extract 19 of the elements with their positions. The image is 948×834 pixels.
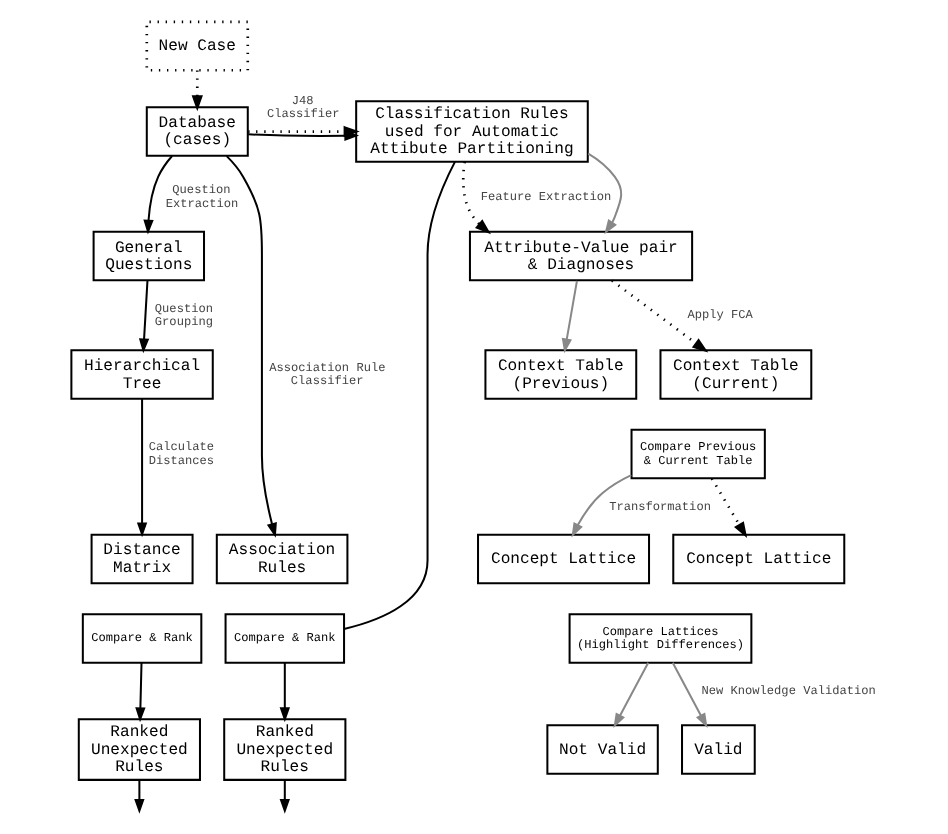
arrow [133, 780, 144, 814]
arrow [224, 155, 276, 538]
arrow [142, 155, 172, 235]
arrow [247, 130, 359, 141]
arrow [135, 398, 147, 538]
arrow [460, 161, 490, 235]
arrow [709, 477, 747, 539]
arrow [190, 70, 202, 112]
arrow [137, 280, 149, 354]
arrow [586, 152, 622, 235]
arrow [560, 280, 577, 354]
arrow [278, 662, 289, 723]
arrow [610, 279, 708, 353]
arrow [134, 662, 145, 723]
arrow [670, 662, 707, 728]
arrow [278, 780, 289, 814]
connector [342, 161, 455, 630]
arrow [612, 662, 649, 728]
arrow [570, 474, 631, 538]
